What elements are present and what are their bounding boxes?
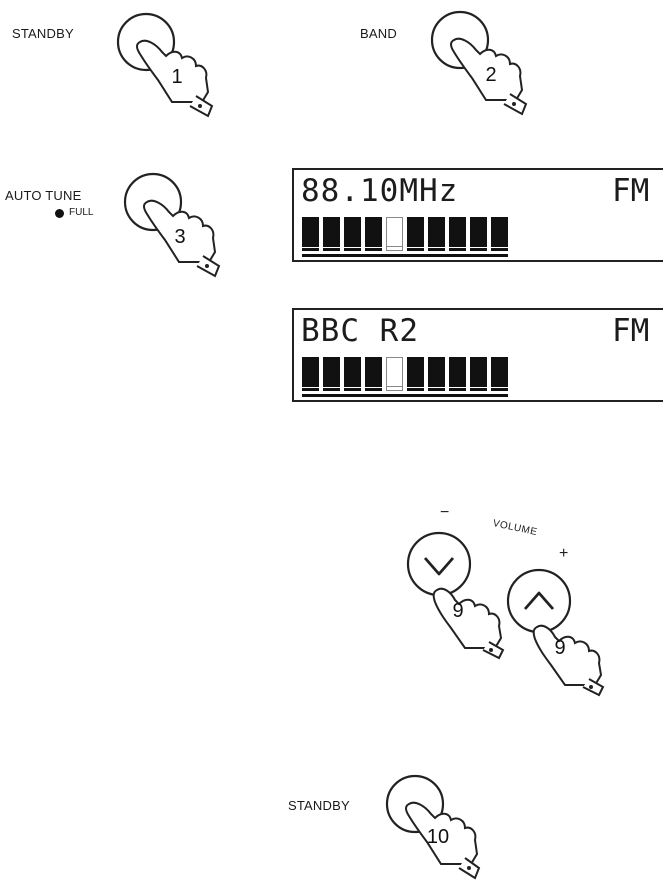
signal-segment	[365, 217, 382, 251]
indicator-dot-icon	[55, 209, 64, 218]
full-label: FULL	[69, 207, 94, 218]
pointing-finger-icon	[406, 531, 505, 660]
lcd-band-text: FM	[612, 173, 650, 209]
signal-segment	[344, 217, 361, 251]
signal-segment	[302, 217, 319, 251]
signal-baseline	[302, 394, 508, 397]
standby-button-illustration[interactable]: 10	[383, 770, 493, 885]
lcd-display-frequency: 88.10MHz FM	[292, 168, 663, 262]
standby-label: STANDBY	[288, 798, 350, 813]
volume-minus-sign: −	[440, 504, 450, 521]
step-number: 2	[485, 64, 497, 86]
signal-segment	[323, 217, 340, 251]
autotune-label: AUTO TUNE	[5, 188, 82, 203]
signal-segment	[491, 217, 508, 251]
band-button-illustration[interactable]: 2	[430, 8, 540, 118]
standby-button-illustration[interactable]: 1	[116, 10, 226, 120]
step-number: 9	[452, 600, 464, 622]
pointing-finger-icon	[116, 12, 214, 118]
signal-segment	[365, 357, 382, 391]
lcd-band-text: FM	[612, 313, 650, 349]
volume-down-button-illustration[interactable]: 9	[403, 528, 513, 660]
step-number: 10	[426, 826, 450, 848]
band-label: BAND	[360, 26, 397, 41]
pointing-finger-icon	[123, 172, 221, 278]
step-number: 9	[554, 637, 566, 659]
signal-segment	[323, 357, 340, 391]
autotune-button-illustration[interactable]: 3	[123, 170, 233, 280]
signal-segment	[344, 357, 361, 391]
signal-segment	[407, 357, 424, 391]
signal-baseline	[302, 254, 508, 257]
signal-cursor-segment	[386, 357, 403, 391]
pointing-finger-icon	[506, 568, 605, 697]
standby-label: STANDBY	[12, 26, 74, 41]
signal-segment	[407, 217, 424, 251]
signal-cursor-segment	[386, 217, 403, 251]
signal-segment	[302, 357, 319, 391]
signal-segment	[491, 357, 508, 391]
pointing-finger-icon	[430, 10, 528, 116]
lcd-station-text: BBC R2	[301, 313, 419, 349]
step-number: 1	[171, 66, 183, 88]
chevron-up-icon	[523, 591, 555, 610]
chevron-down-icon	[423, 557, 455, 576]
pointing-finger-icon	[385, 774, 481, 880]
signal-segment	[428, 217, 445, 251]
volume-plus-sign: +	[559, 545, 569, 562]
step-number: 3	[174, 226, 186, 248]
signal-segment	[449, 217, 466, 251]
signal-segment	[470, 357, 487, 391]
lcd-display-station: BBC R2 FM	[292, 308, 663, 402]
signal-segment	[428, 357, 445, 391]
signal-segment	[470, 217, 487, 251]
signal-segment	[449, 357, 466, 391]
volume-up-button-illustration[interactable]: 9	[503, 565, 613, 697]
lcd-frequency-text: 88.10MHz	[301, 173, 459, 209]
